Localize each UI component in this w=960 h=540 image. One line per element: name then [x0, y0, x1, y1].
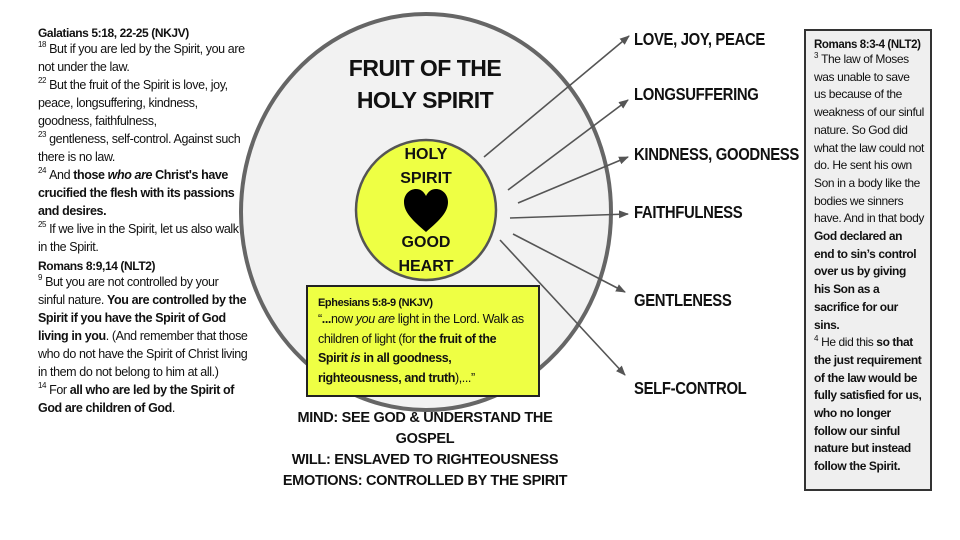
inner-label-line: HOLY	[404, 146, 448, 163]
title-line: HOLY SPIRIT	[356, 87, 494, 113]
verse-number: 3	[814, 51, 819, 60]
quote-text: “	[318, 312, 322, 326]
verse-italic: who are	[107, 168, 153, 182]
inner-top-label: HOLY SPIRIT	[386, 143, 466, 191]
verse-bold: all who are led by the Spirit of God are…	[38, 383, 235, 415]
verse-bold: God declared an end to sin’s control ove…	[814, 229, 917, 332]
arrow-longsuffering	[507, 99, 629, 191]
quote-text: light in the Lord. Walk as children of l…	[318, 312, 524, 346]
arrow-self-control	[499, 239, 626, 376]
verse-text: He did this	[821, 335, 877, 350]
fruit-love-joy-peace: LOVE, JOY, PEACE	[634, 29, 765, 49]
romans-8-9-reference: Romans 8:9,14 (NLT2)	[38, 259, 156, 273]
ephesians-callout: Ephesians 5:8-9 (NKJV) “...now you are l…	[306, 285, 540, 397]
fruit-self-control: SELF-CONTROL	[634, 378, 747, 398]
verse-bold: You are controlled by the Spirit if you …	[38, 293, 247, 343]
verse-bold: Christ's have crucified the flesh with i…	[38, 168, 235, 218]
verse-bold: so that the just requirement of the law …	[814, 335, 922, 474]
fruit-longsuffering: LONGSUFFERING	[634, 84, 759, 104]
summary-mind: MIND: SEE GOD & UNDERSTAND THE GOSPEL	[297, 410, 553, 447]
verse-number: 4	[814, 334, 819, 344]
arrow-faithfulness	[509, 210, 629, 219]
diagram-title: FRUIT OF THE HOLY SPIRIT	[330, 52, 520, 116]
ephesians-reference: Ephesians 5:8-9 (NKJV)	[318, 297, 433, 309]
quote-text: now	[330, 312, 356, 326]
heart-icon	[404, 189, 448, 232]
verse-number: 14	[38, 381, 47, 390]
inner-label-line: GOOD	[401, 234, 451, 251]
arrow-gentleness	[512, 233, 626, 293]
title-line: FRUIT OF THE	[348, 55, 502, 81]
quote-bold: the fruit of the Spirit	[318, 331, 497, 366]
summary-block: MIND: SEE GOD & UNDERSTAND THE GOSPEL WI…	[270, 408, 580, 492]
verse-number: 25	[38, 220, 47, 229]
verse-text: . (And remember that those who do not ha…	[38, 329, 248, 379]
verse-text: .	[171, 401, 175, 415]
verse-number: 9	[38, 273, 43, 282]
quote-bold: in all goodness, righteousness, and trut…	[318, 351, 455, 385]
verse-bold: those	[73, 168, 108, 182]
verse-number: 18	[38, 40, 47, 49]
verse-number: 22	[38, 76, 47, 85]
romans-8-3-reference: Romans 8:3-4 (NLT2)	[814, 39, 921, 51]
summary-will: WILL: ENSLAVED TO RIGHTEOUSNESS	[291, 452, 559, 468]
arrow-kindness	[517, 156, 629, 204]
quote-bold: ...	[321, 312, 332, 326]
inner-label-line: SPIRIT	[400, 170, 452, 187]
verse-text: But the fruit of the Spirit is love, joy…	[38, 78, 228, 128]
verse-text: The law of Moses was unable to save us b…	[814, 52, 924, 226]
fruit-gentleness: GENTLENESS	[634, 290, 732, 310]
quote-text: ),...”	[454, 370, 475, 385]
ephesians-text: “...now you are light in the Lord. Walk …	[318, 310, 528, 388]
verse-text: But you are not controlled by your sinfu…	[38, 275, 219, 307]
inner-bottom-label: GOOD HEART	[386, 231, 466, 279]
verse-number: 24	[38, 166, 47, 175]
verse-text: And	[49, 168, 74, 182]
inner-label-line: HEART	[398, 258, 454, 275]
verse-text: But if you are led by the Spirit, you ar…	[38, 42, 245, 74]
verse-text: If we live in the Spirit, let us also wa…	[38, 222, 239, 254]
arrow-love	[483, 35, 630, 158]
galatians-reference: Galatians 5:18, 22-25 (NKJV)	[38, 26, 189, 40]
quote-italic: you are	[355, 312, 395, 326]
fruit-faithfulness: FAITHFULNESS	[634, 202, 743, 222]
verse-text: For	[49, 383, 70, 397]
summary-emotions: EMOTIONS: CONTROLLED BY THE SPIRIT	[282, 473, 568, 489]
verse-number: 23	[38, 130, 47, 139]
arrows	[483, 35, 630, 376]
fruit-kindness-goodness: KINDNESS, GOODNESS	[634, 144, 799, 164]
quote-italic: is	[350, 351, 361, 365]
verse-text: gentleness, self-control. Against such t…	[38, 132, 241, 164]
